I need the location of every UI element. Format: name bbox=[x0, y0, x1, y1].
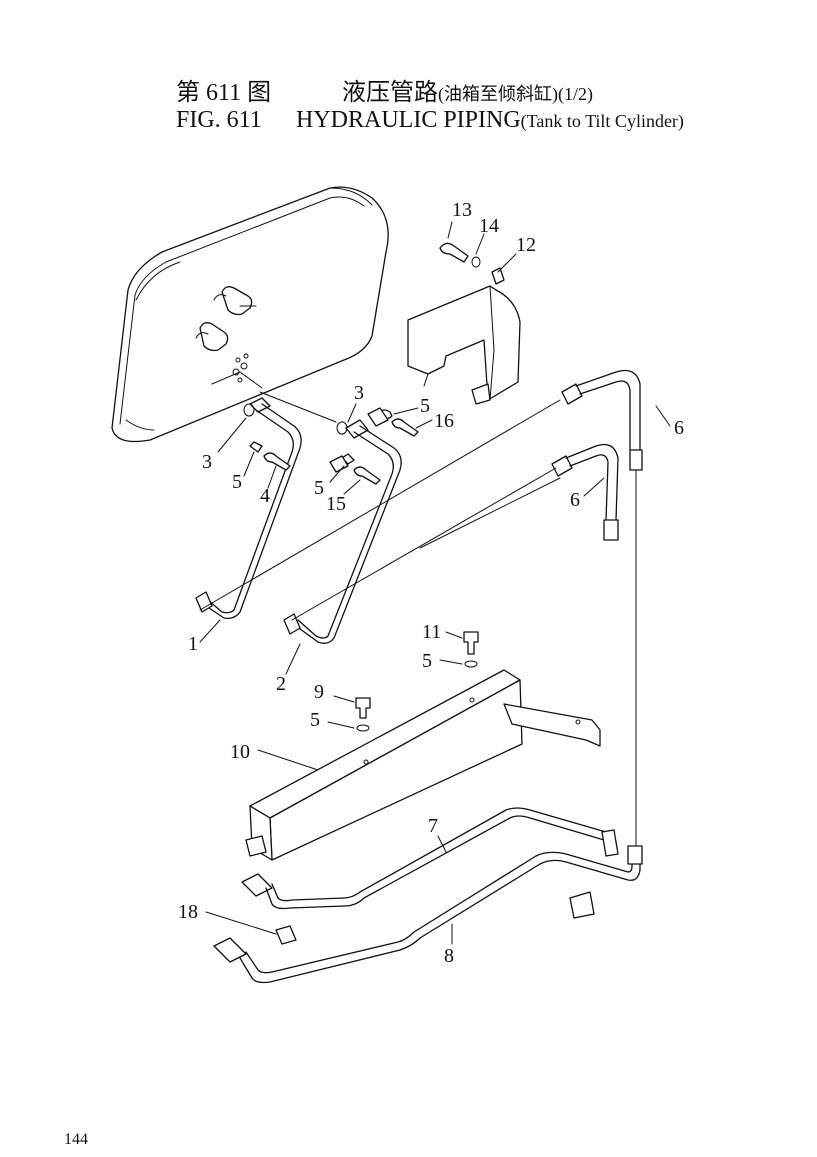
callout-3b: 3 bbox=[354, 382, 364, 404]
o-ring-3b bbox=[336, 421, 348, 435]
leader-2 bbox=[285, 643, 301, 675]
leader-14 bbox=[475, 233, 485, 255]
callout-10: 10 bbox=[230, 741, 250, 763]
leader-1 bbox=[199, 619, 221, 643]
callout-12: 12 bbox=[516, 234, 536, 256]
title-cn-paren: (油箱至倾斜缸) bbox=[438, 84, 558, 104]
tank-port-washers bbox=[232, 353, 249, 383]
callout-1: 1 bbox=[188, 633, 198, 655]
washer-14 bbox=[471, 256, 481, 268]
callout-15: 15 bbox=[326, 493, 346, 515]
leader-3a bbox=[217, 417, 247, 453]
reference-line-c bbox=[419, 477, 561, 549]
tank-fitting-lower bbox=[195, 322, 229, 352]
clamp-b bbox=[329, 455, 349, 473]
o-ring-3a bbox=[243, 403, 255, 417]
callout-3a: 3 bbox=[202, 451, 212, 473]
reference-line-b bbox=[291, 467, 557, 621]
callout-5c: 5 bbox=[314, 477, 324, 499]
leader-16 bbox=[415, 419, 433, 429]
bolt-13 bbox=[439, 242, 469, 263]
leader-5a bbox=[243, 451, 255, 477]
leader-5d bbox=[327, 721, 355, 729]
bolt-11 bbox=[463, 631, 479, 655]
leader-18 bbox=[205, 911, 277, 935]
callout-14: 14 bbox=[479, 215, 499, 237]
title-en-paren: (Tank to Tilt Cylinder) bbox=[520, 111, 684, 131]
callout-5d: 5 bbox=[310, 709, 320, 731]
tank-port-leader bbox=[211, 371, 263, 389]
pipe-2 bbox=[283, 419, 402, 644]
leader-5e bbox=[439, 659, 463, 665]
tank-fitting-upper bbox=[213, 286, 257, 316]
clamp-18 bbox=[275, 925, 297, 945]
callout-6a: 6 bbox=[674, 417, 684, 439]
callout-4: 4 bbox=[260, 485, 270, 507]
callout-5b: 5 bbox=[420, 395, 430, 417]
figure-number-cn: 第 611 图 bbox=[176, 80, 272, 106]
washer-5a bbox=[249, 441, 263, 453]
leader-4 bbox=[267, 465, 277, 489]
washer-5e bbox=[464, 660, 478, 668]
callout-5a: 5 bbox=[232, 471, 242, 493]
callouts: 13 14 12 3 5 16 6 6 3 5 4 5 15 1 2 11 5 … bbox=[178, 199, 684, 967]
hose-6-lower bbox=[551, 443, 619, 541]
cover-12 bbox=[407, 267, 521, 405]
callout-7: 7 bbox=[428, 815, 438, 837]
page-number: 144 bbox=[64, 1131, 88, 1148]
callout-5e: 5 bbox=[422, 650, 432, 672]
title-cn-part: (1/2) bbox=[558, 84, 593, 104]
callout-16: 16 bbox=[434, 410, 454, 432]
leader-5b bbox=[393, 407, 419, 415]
title-cn-main: 液压管路 bbox=[342, 80, 438, 106]
clamp-a bbox=[367, 407, 389, 427]
leader-15 bbox=[343, 479, 361, 495]
callout-11: 11 bbox=[422, 621, 441, 643]
frame-10 bbox=[245, 669, 601, 861]
leader-7 bbox=[437, 835, 447, 853]
reference-line-e bbox=[259, 391, 337, 423]
washer-5d bbox=[356, 724, 370, 732]
bolt-9 bbox=[355, 697, 371, 719]
figure-title-cn: 液压管路(油箱至倾斜缸)(1/2) bbox=[342, 72, 593, 107]
title-en-main: HYDRAULIC PIPING bbox=[296, 107, 521, 133]
clamp-bracket bbox=[569, 891, 595, 919]
pipe-1 bbox=[195, 397, 302, 620]
callout-9: 9 bbox=[314, 681, 324, 703]
bolt-4 bbox=[263, 452, 291, 471]
callout-8: 8 bbox=[444, 945, 454, 967]
leader-10 bbox=[257, 749, 319, 771]
bolt-15 bbox=[353, 466, 381, 485]
leader-9 bbox=[333, 695, 355, 703]
reference-line-a bbox=[199, 399, 561, 611]
leader-13 bbox=[447, 221, 453, 239]
callout-13: 13 bbox=[452, 199, 472, 221]
leader-6a bbox=[655, 405, 671, 427]
leader-11 bbox=[445, 631, 463, 639]
leader-12 bbox=[497, 253, 517, 273]
leader-3b bbox=[347, 403, 357, 423]
hose-6-upper bbox=[561, 369, 643, 471]
leader-5c bbox=[329, 465, 345, 483]
bolt-16 bbox=[391, 418, 419, 437]
figure-number-en: FIG. 611 bbox=[176, 107, 262, 133]
callout-2: 2 bbox=[276, 673, 286, 695]
hydraulic-tank bbox=[111, 186, 389, 443]
pipe-7 bbox=[241, 807, 619, 910]
leader-6b bbox=[583, 477, 605, 497]
callout-6b: 6 bbox=[570, 489, 580, 511]
pipe-8 bbox=[213, 845, 643, 984]
callout-18: 18 bbox=[178, 901, 198, 923]
figure-title-en: HYDRAULIC PIPING(Tank to Tilt Cylinder) bbox=[296, 107, 684, 134]
